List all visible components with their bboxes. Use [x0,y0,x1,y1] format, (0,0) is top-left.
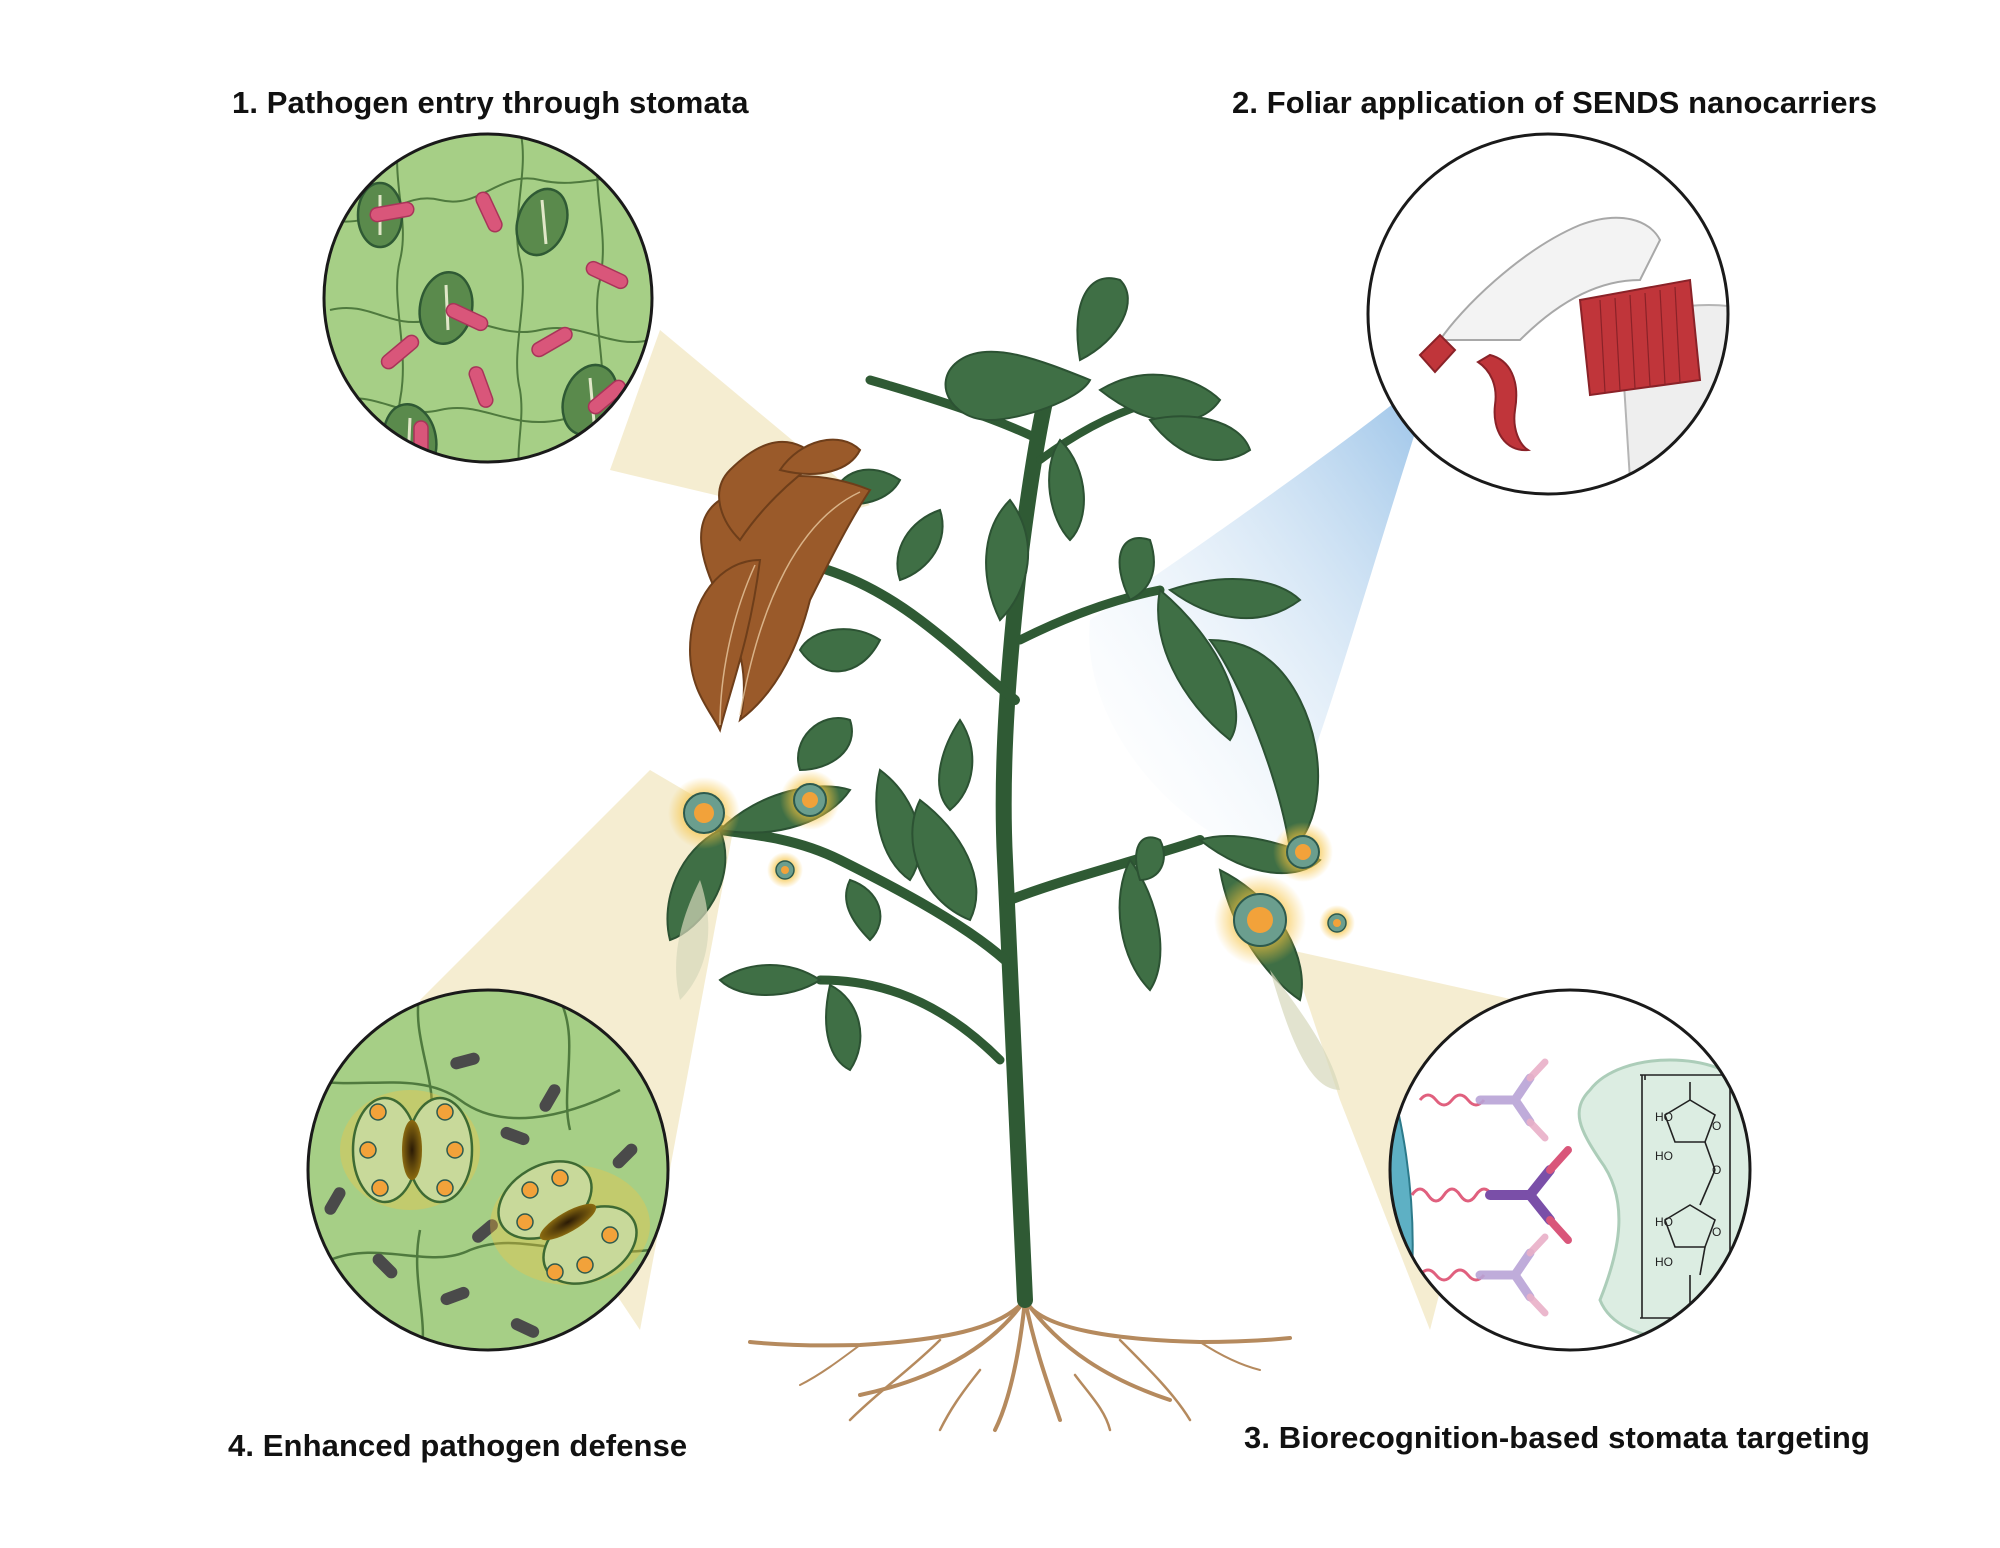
hydroxyl-label: HO [1655,1110,1673,1124]
wilted-leaf [688,438,872,733]
step-2-title: 2. Foliar application of SENDS nanocarri… [1232,85,1878,120]
hydroxyl-label: HO [1655,1215,1673,1229]
plant-stem [715,372,1205,1308]
inset-enhanced-defense [306,988,670,1352]
step-1-title: 1. Pathogen entry through stomata [232,85,749,120]
nanocarriers-on-leaves [668,770,1355,966]
step-3-title: 3. Biorecognition-based stomata targetin… [1244,1420,1870,1455]
plant-leaves [666,277,1322,1072]
inset-spray-bottle [1366,132,1730,496]
hydroxyl-label: HO [1655,1255,1673,1269]
oxygen-label: O [1688,1305,1697,1319]
plant-roots [748,1298,1292,1432]
oxygen-label: O [1712,1119,1721,1133]
inset-stomata-pathogens [322,132,654,464]
oxygen-label: O [1712,1163,1721,1177]
inset-biorecognition: HO HO HO HO O O O O n [1388,988,1752,1352]
hydroxyl-label: HO [1655,1149,1673,1163]
step-4-title: 4. Enhanced pathogen defense [228,1428,688,1463]
repeat-subscript: n [1738,1319,1745,1333]
oxygen-label: O [1712,1225,1721,1239]
